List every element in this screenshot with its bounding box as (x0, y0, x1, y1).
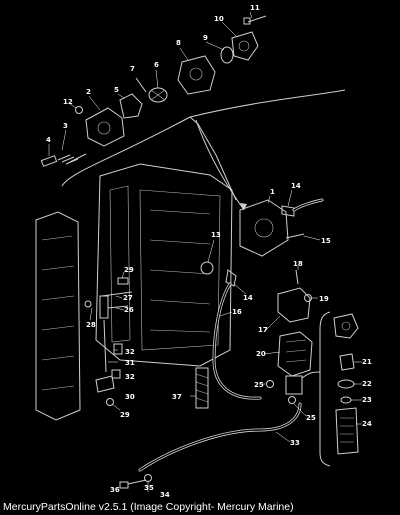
pin-part (40, 155, 58, 167)
filter-head-part (277, 331, 313, 377)
callout-35: 35 (144, 484, 154, 492)
callout-29-lower: 29 (120, 411, 130, 419)
callout-28: 28 (86, 321, 96, 329)
filter-bracket-part (277, 287, 311, 323)
powerhead-block (95, 163, 233, 367)
thermostat-part (119, 93, 143, 119)
callout-23: 23 (362, 396, 372, 404)
leader-lines (48, 11, 362, 492)
callout-14-upper: 14 (291, 182, 301, 190)
fuel-pump-part (239, 199, 289, 257)
callout-labels: 1 2 3 4 5 6 7 8 9 10 11 12 13 14 14 15 1… (46, 4, 372, 499)
callout-1: 1 (270, 188, 275, 196)
plate-part (231, 31, 259, 61)
callout-12: 12 (63, 98, 73, 106)
housing-part (85, 107, 125, 147)
gasket-part (220, 46, 234, 64)
callout-5: 5 (114, 86, 119, 94)
callout-33: 33 (290, 439, 300, 447)
callout-11: 11 (250, 4, 260, 12)
o-ring-part (200, 261, 214, 275)
callout-22: 22 (362, 380, 372, 388)
callout-13: 13 (211, 231, 221, 239)
callout-10: 10 (214, 15, 224, 23)
callout-14-lower: 14 (243, 294, 253, 302)
callout-2: 2 (86, 88, 91, 96)
callout-20: 20 (256, 350, 266, 358)
callout-15: 15 (321, 237, 331, 245)
callout-17: 17 (258, 326, 268, 334)
callout-16: 16 (232, 308, 242, 316)
callout-4: 4 (46, 136, 51, 144)
callout-36: 36 (110, 486, 120, 494)
callout-21: 21 (362, 358, 372, 366)
spring-sleeve-part (195, 367, 209, 409)
callout-6: 6 (154, 61, 159, 69)
callout-26: 26 (124, 306, 134, 314)
callout-32-upper: 32 (125, 348, 135, 356)
callout-3: 3 (63, 122, 68, 130)
callout-31: 31 (125, 359, 135, 367)
callout-25-left: 25 (254, 381, 264, 389)
callout-27: 27 (123, 294, 133, 302)
callout-24: 24 (362, 420, 372, 428)
filter-bowl-part (285, 375, 303, 395)
spring-part (57, 153, 87, 165)
exploded-parts-diagram: 1 2 3 4 5 6 7 8 9 10 11 12 13 14 14 15 1… (35, 4, 372, 499)
cylinder-block (35, 211, 81, 421)
callout-8: 8 (176, 39, 181, 47)
detail-bracket (319, 311, 331, 467)
callout-18: 18 (293, 260, 303, 268)
callout-29-upper: 29 (124, 266, 134, 274)
image-copyright-caption: MercuryPartsOnline v2.5.1 (Image Copyrig… (3, 501, 294, 513)
washer-part (75, 106, 83, 114)
callout-30: 30 (125, 393, 135, 401)
callout-25-right: 25 (306, 414, 316, 422)
callout-37: 37 (172, 393, 182, 401)
callout-9: 9 (203, 34, 208, 42)
linkage-parts (84, 277, 133, 406)
callout-7: 7 (130, 65, 135, 73)
callout-19: 19 (319, 295, 329, 303)
callout-32-lower: 32 (125, 373, 135, 381)
cover-part (177, 55, 216, 95)
callout-34: 34 (160, 491, 170, 499)
